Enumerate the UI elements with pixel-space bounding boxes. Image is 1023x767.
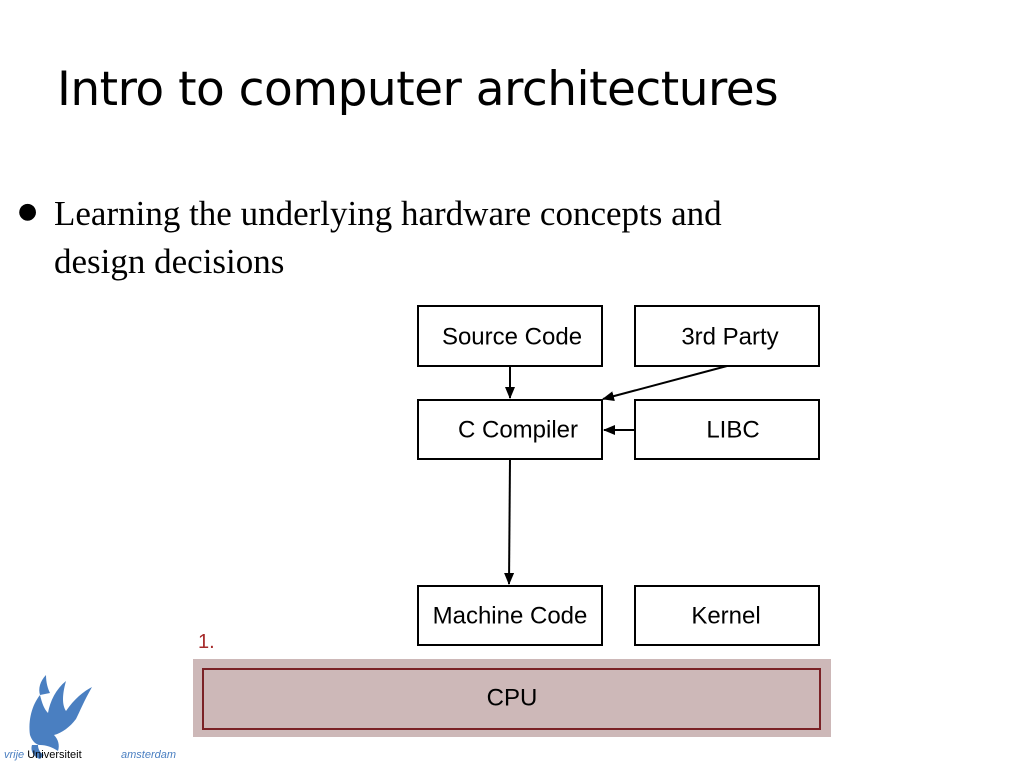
source-code-box: Source Code [417,305,603,367]
thirdparty-to-compiler-arrow [602,365,728,402]
griffin-logo-icon [29,675,92,759]
university-name: vrije Universiteit [4,749,82,761]
bullet-text: Learning the underlying hardware concept… [54,190,874,286]
third-party-box: 3rd Party [634,305,820,367]
kernel-label: Kernel [691,602,760,629]
university-word: Universiteit [27,749,82,761]
source-code-label: Source Code [442,323,582,350]
city-name: amsterdam [121,749,177,761]
bullet-line-1: Learning the underlying hardware concept… [54,194,722,233]
university-italic: vrije [4,749,25,761]
compiler-to-machinecode-arrow [504,458,515,585]
machine-code-label: Machine Code [433,602,588,629]
step-number-label: 1. [198,631,215,653]
kernel-box: Kernel [634,585,820,646]
bullet-line-2: design decisions [54,242,285,281]
c-compiler-box: C Compiler [417,399,603,460]
libc-label: LIBC [706,416,759,443]
cpu-label: CPU [487,684,538,711]
bullet-icon: ● [18,199,38,224]
slide-title: Intro to computer architectures [57,62,779,117]
third-party-label: 3rd Party [681,323,778,350]
cpu-block: CPU [193,659,831,737]
machine-code-box: Machine Code [417,585,603,646]
c-compiler-label: C Compiler [458,416,578,443]
libc-box: LIBC [634,399,820,460]
